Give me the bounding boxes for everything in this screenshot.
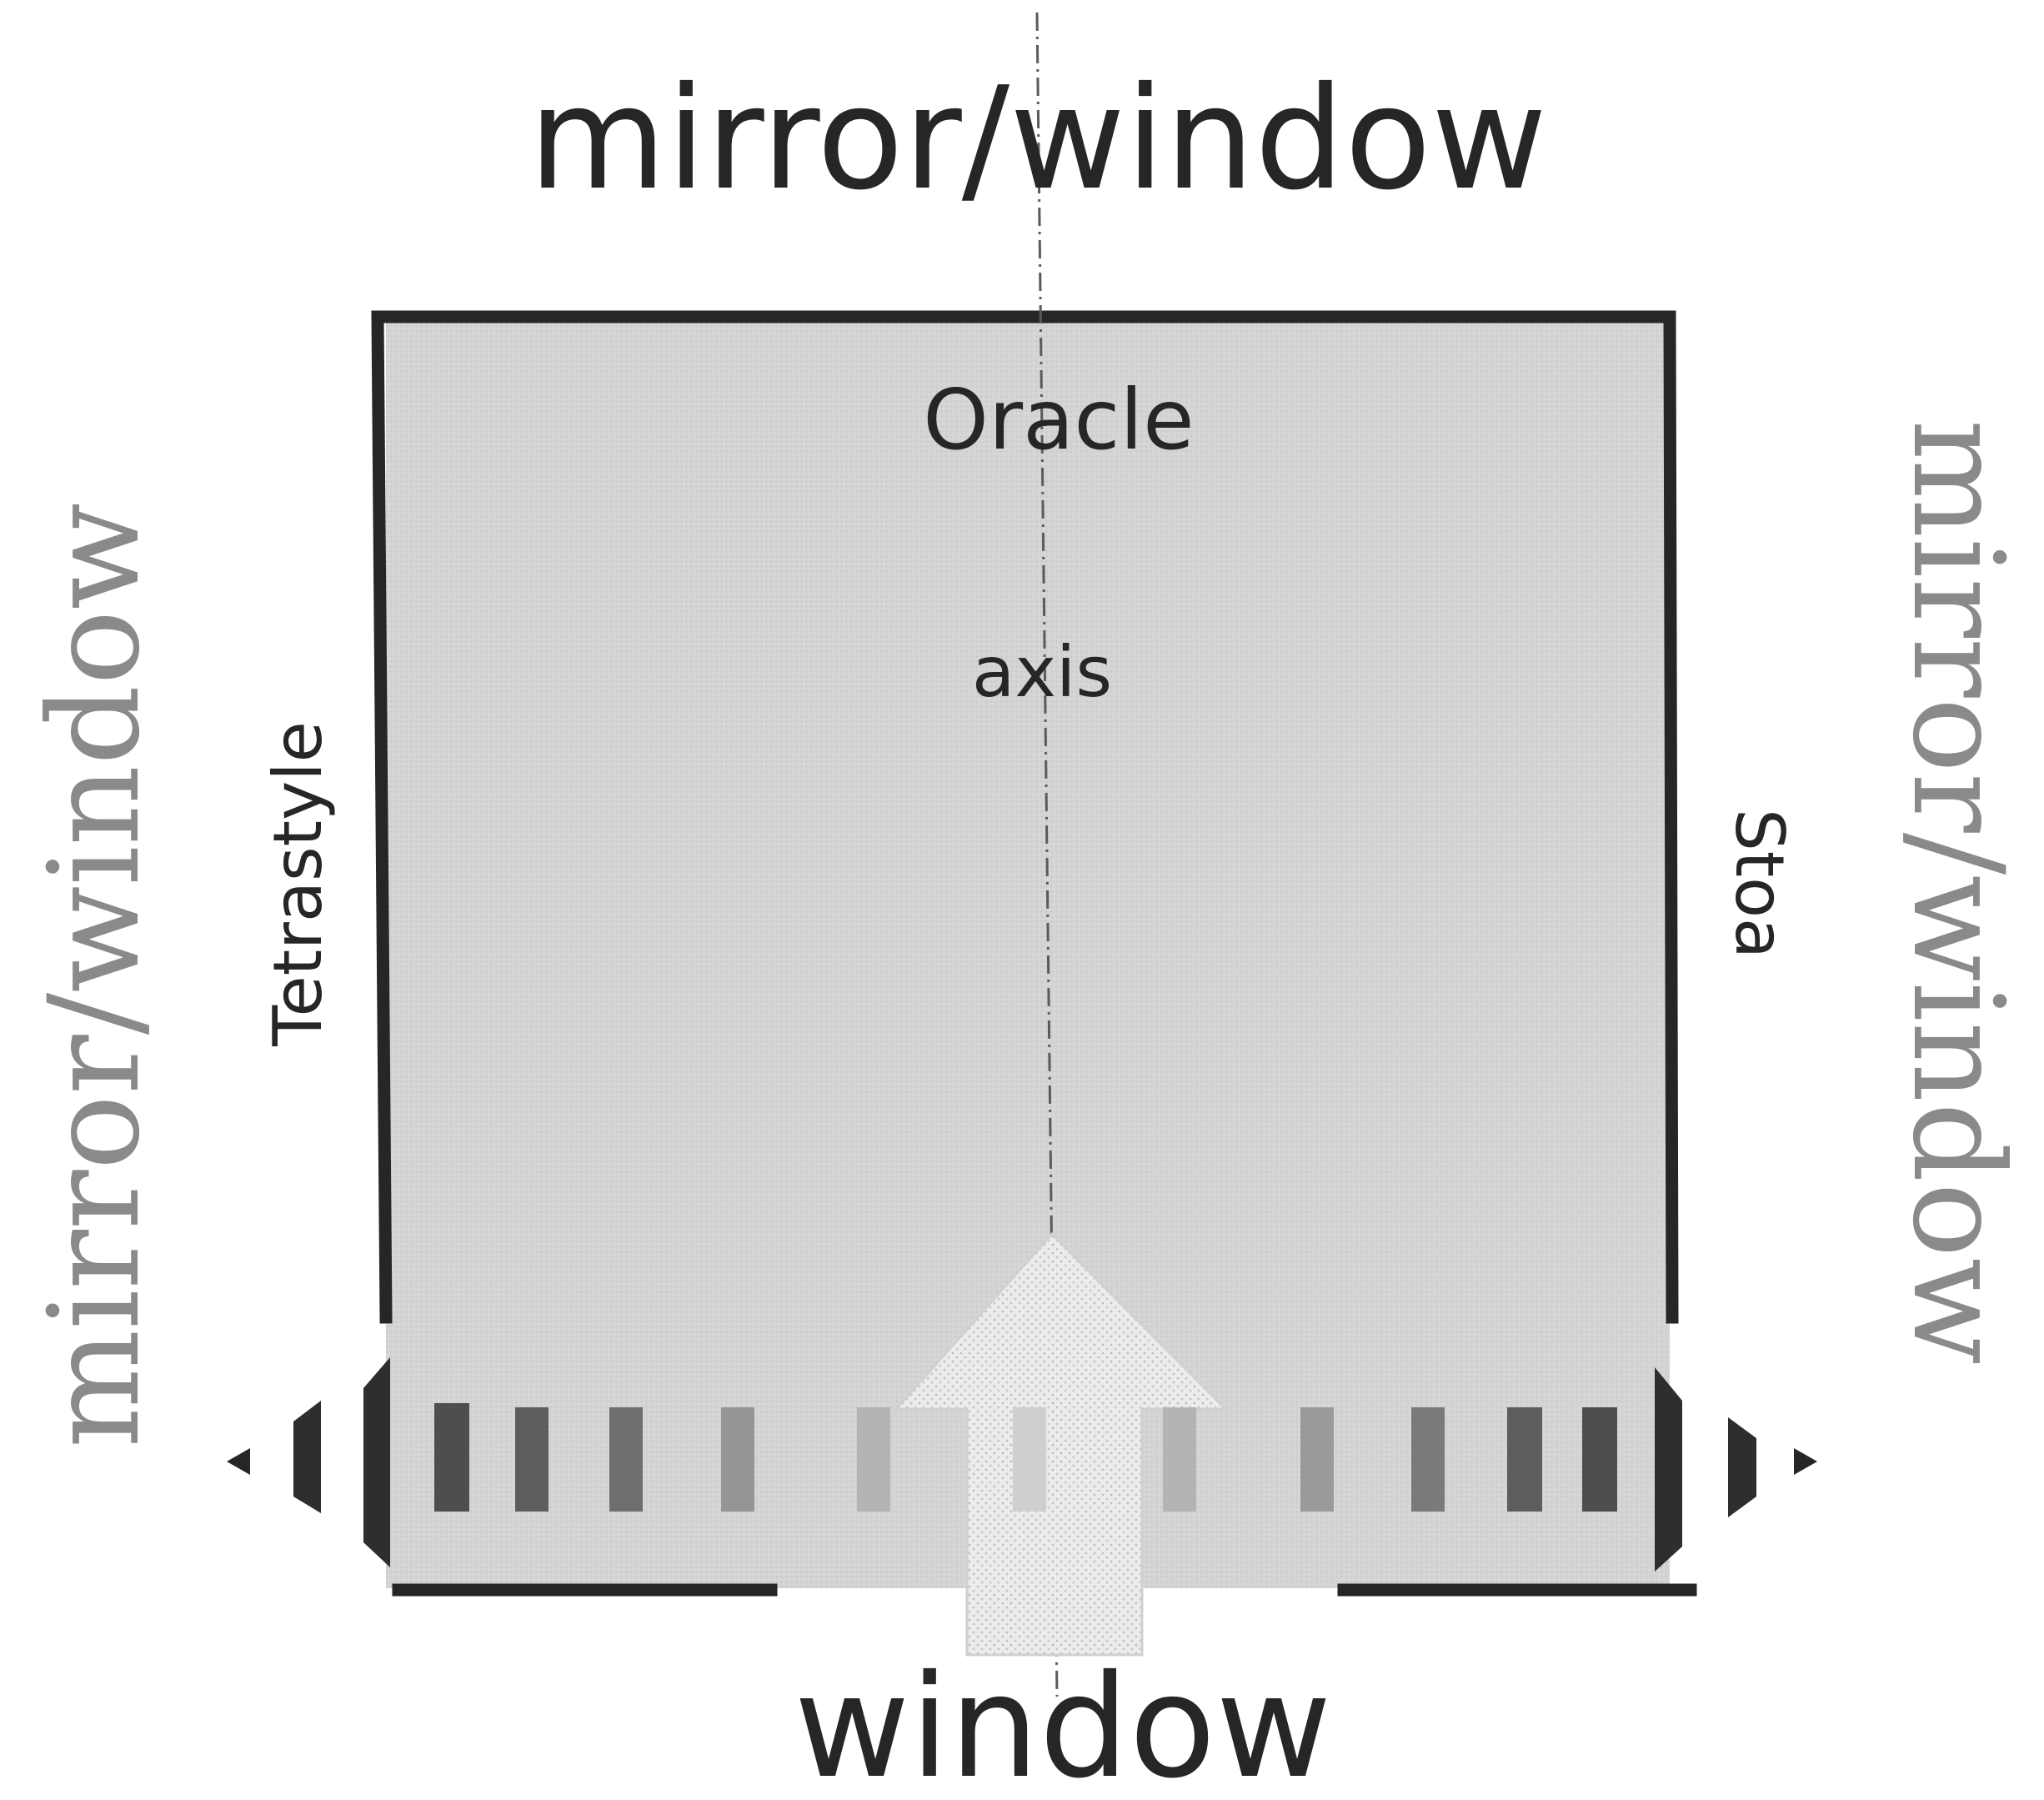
column	[1013, 1407, 1046, 1512]
left-side-label: mirror/window	[23, 503, 168, 1448]
column	[434, 1403, 469, 1512]
triangle-right-icon	[1794, 1448, 1817, 1475]
column	[1582, 1407, 1617, 1512]
triangle-left-icon	[227, 1448, 250, 1475]
colonnade	[434, 1403, 1617, 1512]
oracle-label: Oracle	[923, 371, 1194, 469]
up-arrow-icon	[893, 1231, 1229, 1657]
enclosure-walls	[371, 310, 1697, 1597]
stoa-label: Stoa	[1721, 809, 1798, 959]
column	[857, 1407, 890, 1512]
axis-label: axis	[972, 631, 1112, 713]
column	[515, 1407, 549, 1512]
top-label: mirror/window	[529, 57, 1547, 222]
column	[609, 1407, 643, 1512]
right-side-label: mirror/window	[1885, 419, 2030, 1365]
column	[721, 1407, 754, 1512]
column	[1300, 1407, 1334, 1512]
tetrastyle-label: Tetrastyle	[259, 721, 337, 1047]
column	[1507, 1407, 1542, 1512]
left-pylon	[293, 1357, 390, 1567]
bottom-label: window	[794, 1645, 1332, 1800]
right-pylon	[1655, 1367, 1756, 1572]
column	[1411, 1407, 1445, 1512]
column	[1163, 1407, 1196, 1512]
